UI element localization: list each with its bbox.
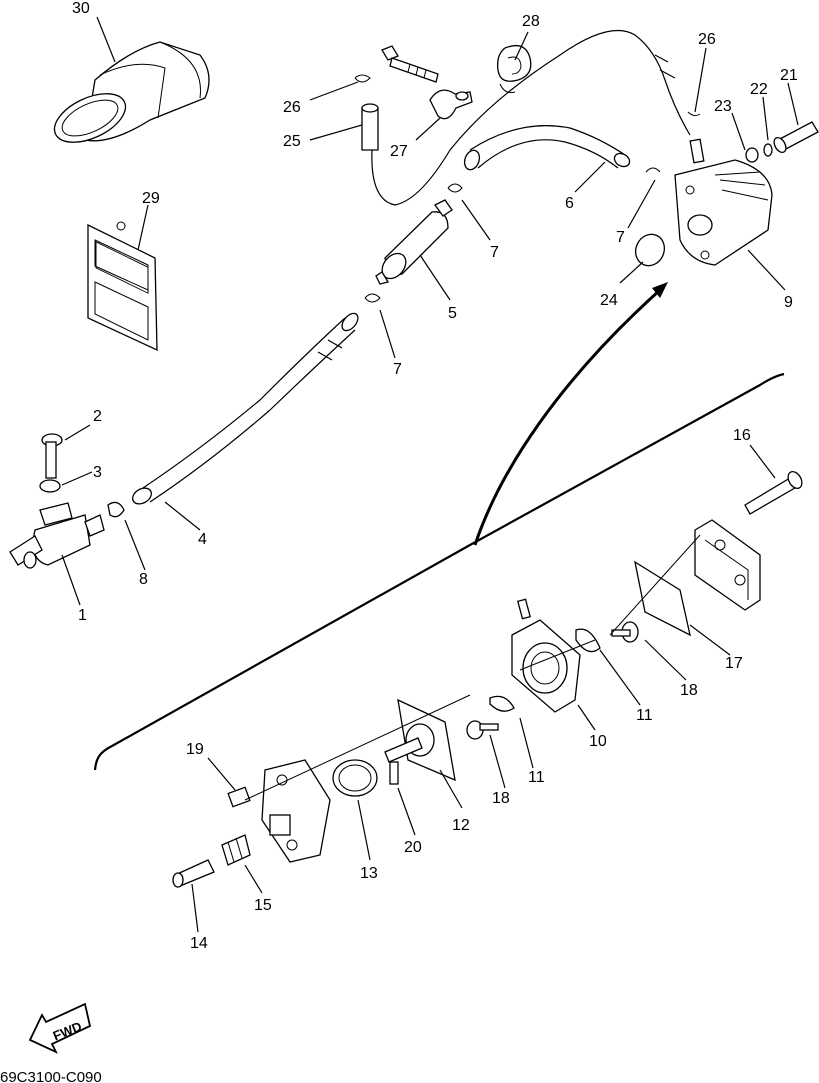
callout-27: 27 (390, 143, 408, 160)
callout-25: 25 (283, 133, 301, 150)
callout-4: 4 (198, 531, 207, 548)
callout-13: 13 (360, 865, 378, 882)
pin-20 (389, 761, 399, 785)
callout-20: 20 (404, 839, 422, 856)
spring-13 (332, 759, 378, 797)
callout-22: 22 (750, 81, 768, 98)
callout-18: 18 (680, 682, 698, 699)
fuel-filter-part (375, 199, 453, 285)
callout-26: 26 (698, 31, 716, 48)
label-part (87, 221, 158, 352)
exploded-guide-line (244, 534, 701, 801)
o-ring-part (634, 233, 666, 267)
callout-30: 30 (72, 0, 90, 17)
bolt-2 (41, 433, 63, 479)
callout-7: 7 (490, 244, 499, 261)
screw-18b (466, 720, 499, 740)
hose-clip-26a (354, 74, 371, 83)
screw-16 (744, 470, 803, 515)
valve-11b (489, 695, 515, 712)
detail-pointer-arrow-line (473, 288, 662, 546)
callout-9: 9 (784, 294, 793, 311)
callout-10: 10 (589, 733, 607, 750)
drawing-code: 69C3100-C090 (0, 1069, 102, 1083)
short-hose-part (361, 103, 379, 151)
callout-7: 7 (616, 229, 625, 246)
washer-3 (39, 479, 61, 493)
leader-lines (61, 16, 799, 933)
callout-26: 26 (283, 99, 301, 116)
hose-clip-7b (364, 293, 381, 303)
callout-7: 7 (393, 361, 402, 378)
pump-cover-part (694, 519, 761, 611)
fwd-arrow-icon: FWD (28, 1002, 92, 1054)
callout-18: 18 (492, 790, 510, 807)
callout-29: 29 (142, 190, 160, 207)
pump-body-part (511, 598, 581, 713)
screw-21 (773, 121, 819, 154)
callout-11: 11 (636, 707, 653, 724)
callout-17: 17 (725, 655, 743, 672)
callout-19: 19 (186, 741, 204, 758)
callout-12: 12 (452, 817, 470, 834)
callout-24: 24 (600, 292, 618, 309)
hose-6 (463, 125, 631, 171)
hose-clip-7c (645, 167, 661, 173)
spring-15 (221, 834, 251, 866)
fuel-joint-part (9, 502, 105, 569)
fuel-pump-part (674, 138, 773, 266)
hose-4 (132, 312, 359, 505)
clip-part (497, 44, 532, 94)
callout-21: 21 (780, 67, 798, 84)
callout-6: 6 (565, 195, 574, 212)
callout-1: 1 (78, 607, 87, 624)
bolt-clamp-part (381, 45, 473, 120)
nut-19 (227, 786, 251, 808)
callout-15: 15 (254, 897, 272, 914)
screw-18a (611, 621, 639, 643)
callout-28: 28 (522, 13, 540, 30)
valve-11a (575, 628, 601, 653)
diaphragm-part (384, 698, 456, 782)
callout-23: 23 (714, 98, 732, 115)
callout-2: 2 (93, 408, 102, 425)
callout-5: 5 (448, 305, 457, 322)
callout-14: 14 (190, 935, 208, 952)
hose-clip-7a (447, 183, 463, 193)
detail-pointer-arrowhead (652, 282, 668, 298)
boot-part (53, 41, 210, 143)
plunger-14 (172, 859, 215, 888)
long-fuel-hose (371, 29, 691, 206)
callout-11: 11 (528, 769, 545, 786)
clip-8 (107, 501, 125, 518)
gasket-17 (634, 560, 691, 637)
detail-boundary-line (93, 372, 785, 771)
pump-base-part (261, 759, 331, 863)
callout-8: 8 (139, 571, 148, 588)
washer-23 (745, 147, 759, 163)
hose-clip-26b (687, 111, 701, 117)
washer-22 (763, 143, 773, 157)
callout-3: 3 (93, 464, 102, 481)
callout-16: 16 (733, 427, 751, 444)
